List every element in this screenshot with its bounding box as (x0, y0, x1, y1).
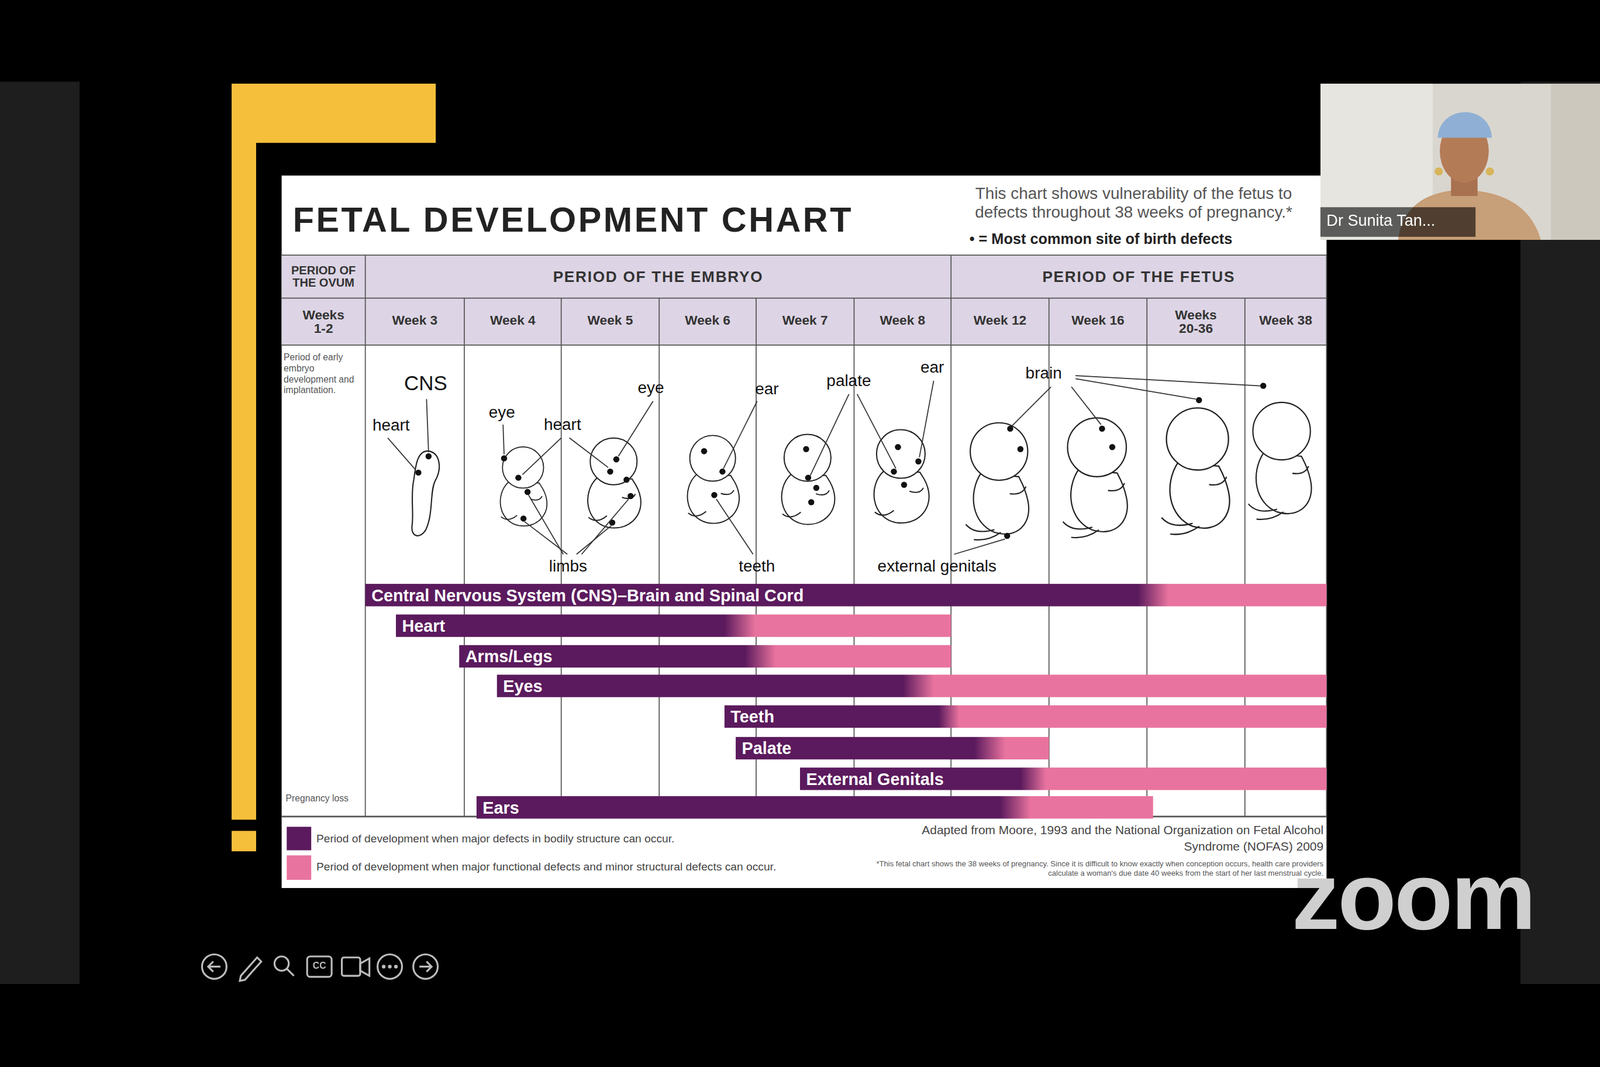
bar-label: Ears (476, 795, 520, 819)
footnote: *This fetal chart shows the 38 weeks of … (872, 859, 1324, 878)
chart-title: FETAL DEVELOPMENT CHART (292, 200, 854, 240)
week-header: Week 8 (853, 313, 951, 329)
legend-swatch (286, 854, 312, 880)
watermark: zoom (1291, 847, 1534, 944)
callout-label: limbs (549, 557, 588, 577)
week-header: Weeks 1-2 (298, 308, 350, 335)
vulnerability-bar: Palate (735, 736, 1050, 760)
bar-label: Heart (395, 614, 446, 637)
vulnerability-bar: Arms/Legs (459, 645, 951, 668)
participant-name: Dr Sunita Tan... (1326, 211, 1436, 230)
bar-label: External Genitals (800, 767, 944, 790)
toolbar-icon-label: CC (309, 960, 329, 971)
callout-label: eye (488, 402, 516, 422)
week-header: Weeks 20-36 (1165, 308, 1227, 335)
callout-label: eye (638, 378, 665, 398)
callout-label: ear (920, 357, 944, 377)
chart-note: This chart shows vulnerability of the fe… (949, 184, 1319, 221)
vulnerability-bar: Ears (476, 795, 1154, 819)
callout-label: heart (543, 415, 582, 434)
bar-label: Palate (735, 736, 792, 760)
callout-label: palate (826, 371, 871, 391)
week-header: Week 38 (1245, 313, 1327, 329)
bar-label: Central Nervous System (CNS)–Brain and S… (365, 583, 805, 606)
legend-text: Period of development when major defects… (316, 831, 675, 845)
vulnerability-bar: Eyes (497, 674, 1327, 697)
period-header: PERIOD OF THE OVUM (283, 264, 364, 289)
legend-text: Period of development when major functio… (316, 860, 777, 874)
callout-label: external genitals (877, 557, 997, 577)
week-header: Week 3 (365, 313, 465, 329)
vulnerability-bar: Heart (395, 614, 951, 637)
period-header: PERIOD OF THE FETUS (950, 267, 1327, 285)
bar-label: Eyes (497, 674, 543, 697)
week-header: Week 6 (659, 313, 757, 329)
row-note: Pregnancy loss (285, 792, 349, 804)
week-header: Week 7 (756, 313, 855, 329)
week-header: Week 4 (464, 313, 562, 329)
period-header: PERIOD OF THE EMBRYO (365, 267, 952, 285)
key-note: • = Most common site of birth defects (969, 230, 1233, 248)
legend-swatch (286, 826, 312, 850)
callout-label: CNS (404, 371, 448, 395)
vulnerability-bar: External Genitals (800, 767, 1327, 790)
week-header: Week 5 (561, 313, 660, 329)
vulnerability-bar: Central Nervous System (CNS)–Brain and S… (365, 583, 1327, 606)
source-note: Adapted from Moore, 1993 and the Nationa… (898, 821, 1324, 855)
bar-label: Teeth (724, 705, 775, 728)
week-header: Week 12 (950, 313, 1050, 329)
callout-label: brain (1025, 364, 1062, 384)
vulnerability-bar: Teeth (724, 705, 1327, 728)
row-note: Period of early embryo development and i… (283, 352, 364, 396)
week-header: Week 16 (1049, 313, 1148, 329)
callout-label: ear (754, 379, 779, 399)
callout-label: heart (372, 416, 410, 436)
callout-label: teeth (738, 557, 775, 577)
bar-label: Arms/Legs (459, 645, 553, 668)
